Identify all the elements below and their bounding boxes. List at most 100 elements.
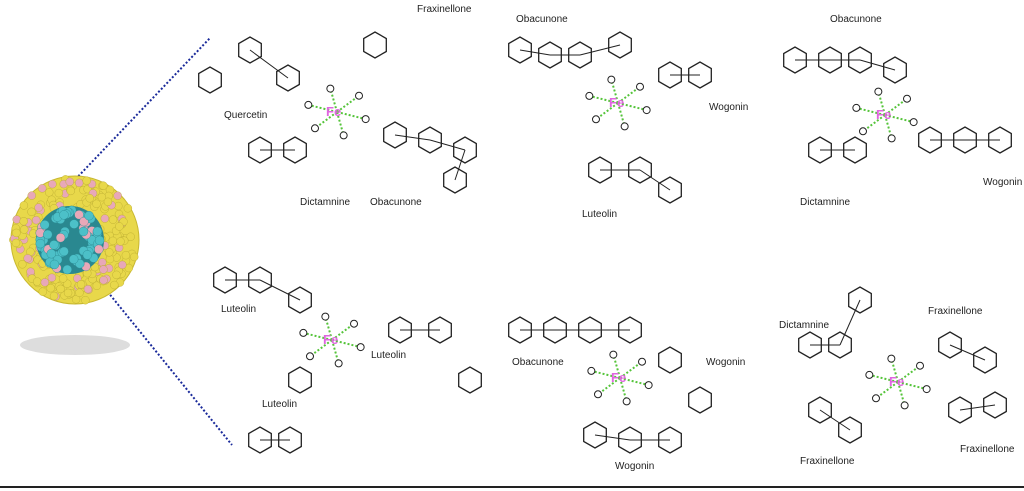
label-wogonin: Wogonin (709, 102, 748, 113)
oxygen-atom (872, 395, 879, 402)
oxygen-atom (305, 101, 312, 108)
core-bead (59, 210, 68, 219)
fe-center-2: Fe (609, 95, 624, 110)
ring-bond (860, 60, 895, 70)
shell-bead (12, 229, 20, 237)
shell-bead (115, 222, 123, 230)
shell-bead (109, 216, 117, 224)
oxygen-atom (866, 371, 873, 378)
core-bead (47, 249, 56, 258)
shell-bead (20, 201, 28, 209)
fe-center-3: Fe (876, 107, 891, 122)
core-bead (36, 239, 45, 248)
oxygen-atom (875, 88, 882, 95)
oxygen-atom (904, 95, 911, 102)
shell-bead (122, 251, 130, 259)
oxygen-atom (623, 398, 630, 405)
shell-bead (67, 187, 75, 195)
shell-bead (100, 276, 108, 284)
label-fraxinellone: Fraxinellone (800, 456, 854, 467)
ring-bond (455, 150, 465, 180)
core-bead (56, 233, 65, 242)
shell-bead (24, 254, 32, 262)
core-bead (69, 255, 78, 264)
shell-bead (20, 226, 28, 234)
label-obacunone: Obacunone (370, 197, 422, 208)
shell-bead (114, 192, 122, 200)
oxygen-atom (637, 83, 644, 90)
shell-bead (99, 182, 107, 190)
oxygen-atom (586, 92, 593, 99)
shell-bead (130, 253, 138, 261)
oxygen-atom (351, 320, 358, 327)
ring-bond (595, 435, 630, 440)
shell-bead (66, 178, 74, 186)
shell-bead (48, 180, 56, 188)
shell-bead (20, 217, 28, 225)
label-luteolin: Luteolin (221, 304, 256, 315)
oxygen-atom (322, 313, 329, 320)
shell-bead (41, 278, 49, 286)
shell-bead (38, 184, 46, 192)
label-dictamnine: Dictamnine (800, 197, 850, 208)
oxygen-atom (340, 132, 347, 139)
bottom-border (0, 486, 1024, 488)
ring-bond (520, 50, 550, 55)
fe-center-4: Fe (323, 332, 338, 347)
shell-bead (118, 261, 126, 269)
oxygen-atom (356, 92, 363, 99)
label-dictamnine: Dictamnine (779, 320, 829, 331)
ring-bond (960, 405, 995, 410)
core-bead (94, 245, 103, 254)
shell-bead (28, 208, 36, 216)
shell-bead (105, 248, 113, 256)
label-luteolin: Luteolin (371, 350, 406, 361)
shell-bead (28, 192, 36, 200)
ring-bond (950, 345, 985, 360)
oxygen-atom (621, 123, 628, 130)
shell-bead (104, 198, 112, 206)
core-bead (50, 260, 59, 269)
zoom-line-bottom (90, 270, 232, 445)
core-bead (93, 227, 102, 236)
ligand-ring (199, 67, 222, 93)
shell-bead (50, 292, 58, 300)
shell-bead (113, 271, 121, 279)
oxygen-atom (300, 329, 307, 336)
core-bead (60, 247, 69, 256)
ring-bond (430, 140, 465, 150)
label-fraxinellone: Fraxinellone (960, 444, 1014, 455)
nanoparticle-shadow (20, 335, 130, 355)
shell-bead (48, 274, 56, 282)
oxygen-atom (335, 360, 342, 367)
oxygen-atom (645, 382, 652, 389)
oxygen-atom (901, 402, 908, 409)
ligand-ring (689, 387, 712, 413)
oxygen-atom (910, 119, 917, 126)
oxygen-atom (610, 351, 617, 358)
oxygen-atom (306, 353, 313, 360)
ring-bond (395, 135, 430, 140)
shell-bead (57, 285, 65, 293)
shell-bead (55, 189, 63, 197)
core-bead (83, 250, 92, 259)
label-obacunone: Obacunone (512, 357, 564, 368)
oxygen-atom (917, 362, 924, 369)
ligand-ring (364, 32, 387, 58)
oxygen-atom (608, 76, 615, 83)
label-wogonin: Wogonin (983, 177, 1022, 188)
core-bead (63, 265, 72, 274)
core-bead (49, 240, 58, 249)
shell-bead (45, 188, 53, 196)
fe-center-1: Fe (326, 104, 341, 119)
label-obacunone: Obacunone (516, 14, 568, 25)
core-bead (43, 230, 52, 239)
shell-bead (13, 216, 21, 224)
ligand-ring (289, 367, 312, 393)
shell-bead (33, 278, 41, 286)
ring-bond (250, 50, 288, 78)
oxygen-atom (888, 355, 895, 362)
zoom-line-top (70, 38, 210, 185)
ligand-ring (659, 347, 682, 373)
